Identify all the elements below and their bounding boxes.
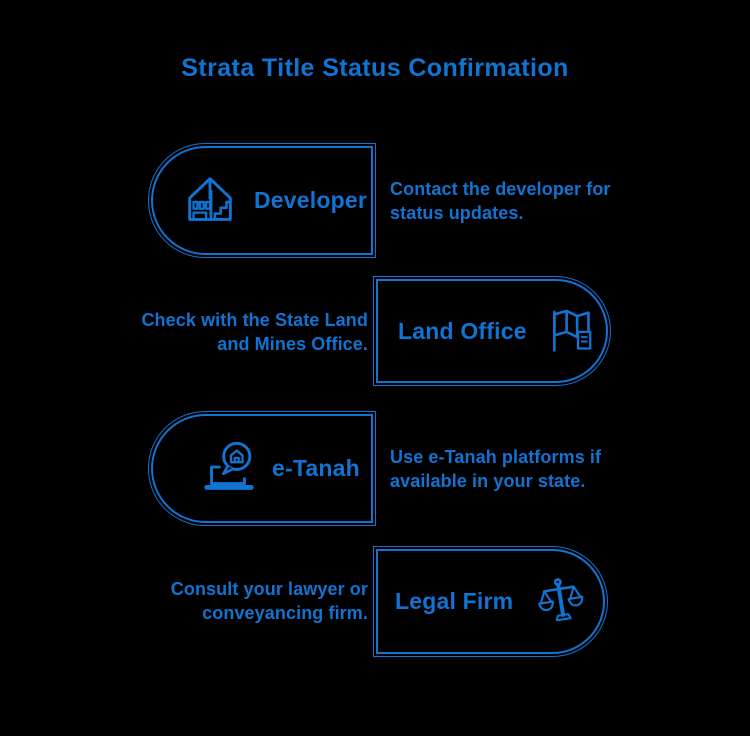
description-etanah: Use e-Tanah platforms if available in yo… bbox=[390, 447, 602, 491]
card-developer: Developer bbox=[148, 143, 376, 258]
card-label-etanah: e-Tanah bbox=[272, 455, 360, 481]
card-land-office: Land Office bbox=[373, 276, 611, 386]
laptop-chat-icon bbox=[197, 438, 261, 500]
card-legal-firm: Legal Firm bbox=[373, 546, 608, 657]
description-legal-firm: Consult your lawyer or conveyancing firm… bbox=[170, 579, 368, 623]
house-construction-icon bbox=[179, 170, 241, 232]
scales-of-justice-icon bbox=[533, 574, 589, 630]
card-label-legal-firm: Legal Firm bbox=[395, 588, 514, 614]
description-land-office: Check with the State Land and Mines Offi… bbox=[141, 310, 368, 354]
map-icon bbox=[543, 303, 599, 359]
card-label-land-office: Land Office bbox=[398, 317, 527, 344]
description-developer: Contact the developer for status updates… bbox=[390, 179, 611, 223]
page-title: Strata Title Status Confirmation bbox=[181, 54, 569, 82]
card-label-developer: Developer bbox=[254, 187, 368, 213]
card-etanah: e-Tanah bbox=[148, 411, 376, 526]
